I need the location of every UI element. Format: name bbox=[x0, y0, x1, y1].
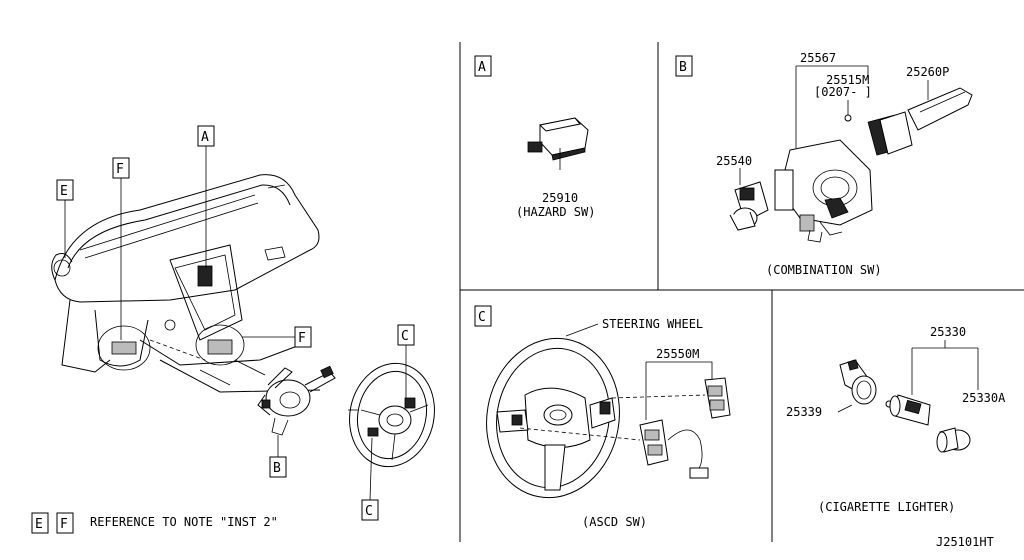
lighting-switch-part bbox=[729, 181, 769, 231]
svg-text:C: C bbox=[401, 329, 409, 344]
svg-text:(HAZARD SW): (HAZARD SW) bbox=[516, 205, 595, 219]
svg-text:(COMBINATION SW): (COMBINATION SW) bbox=[766, 263, 882, 277]
svg-text:C: C bbox=[365, 504, 373, 519]
svg-text:(CIGARETTE LIGHTER): (CIGARETTE LIGHTER) bbox=[818, 500, 955, 514]
reference-note: E F REFERENCE TO NOTE "INST 2" bbox=[31, 512, 278, 534]
svg-text:REFERENCE TO NOTE "INST 2": REFERENCE TO NOTE "INST 2" bbox=[90, 515, 278, 529]
svg-text:E: E bbox=[60, 184, 68, 199]
combination-switch-body bbox=[774, 139, 873, 243]
lighter-knob-part bbox=[936, 427, 971, 453]
combination-switch-overview bbox=[257, 365, 336, 436]
steering-wheel-overview bbox=[348, 362, 435, 468]
hazard-switch-part bbox=[527, 117, 589, 170]
lighter-socket-ring-part bbox=[839, 359, 877, 405]
callout-E-overview: E bbox=[56, 179, 74, 258]
svg-text:[0207- ]: [0207- ] bbox=[814, 85, 872, 99]
panel-c: C STEERING WHEEL 25550M bbox=[474, 305, 731, 529]
callout-C-overview-bottom: C bbox=[361, 437, 379, 521]
svg-text:F: F bbox=[298, 331, 306, 346]
callout-A-overview: A bbox=[197, 125, 215, 268]
svg-text:25339: 25339 bbox=[786, 405, 822, 419]
callout-F-overview-right: F bbox=[242, 326, 312, 348]
steering-wheel-part bbox=[486, 337, 620, 499]
callout-B-overview: B bbox=[269, 435, 287, 478]
svg-text:25330A: 25330A bbox=[962, 391, 1006, 405]
svg-text:STEERING WHEEL: STEERING WHEEL bbox=[602, 317, 703, 331]
panel-d: 25330 25330A 25339 (CIGARETTE LIGHTER) bbox=[786, 325, 1006, 514]
svg-text:25540: 25540 bbox=[716, 154, 752, 168]
svg-text:25260P: 25260P bbox=[906, 65, 949, 79]
svg-text:25330: 25330 bbox=[930, 325, 966, 339]
svg-text:A: A bbox=[201, 130, 209, 145]
svg-text:C: C bbox=[478, 310, 486, 325]
svg-text:25910: 25910 bbox=[542, 191, 578, 205]
ascd-switch-part bbox=[639, 377, 731, 479]
panel-a: A 25910 (HAZARD SW) bbox=[474, 55, 595, 219]
wiper-lever-part bbox=[867, 87, 973, 156]
instrument-panel-drawing bbox=[51, 174, 321, 393]
panel-b: B 25567 25515M [0207- ] 25260P 25540 bbox=[675, 51, 973, 277]
svg-text:25515M: 25515M bbox=[826, 73, 869, 87]
diagram-code: J25101HT bbox=[936, 535, 994, 549]
svg-text:25550M: 25550M bbox=[656, 347, 699, 361]
svg-text:A: A bbox=[478, 60, 486, 75]
svg-text:F: F bbox=[60, 517, 68, 532]
svg-text:B: B bbox=[273, 461, 281, 476]
svg-text:B: B bbox=[679, 60, 687, 75]
svg-text:25567: 25567 bbox=[800, 51, 836, 65]
lighter-socket-part bbox=[885, 394, 931, 426]
svg-text:F: F bbox=[116, 162, 124, 177]
callout-F-overview-top: F bbox=[112, 157, 130, 340]
svg-text:(ASCD SW): (ASCD SW) bbox=[582, 515, 647, 529]
callout-C-overview-top: C bbox=[397, 324, 415, 398]
svg-text:E: E bbox=[35, 517, 43, 532]
